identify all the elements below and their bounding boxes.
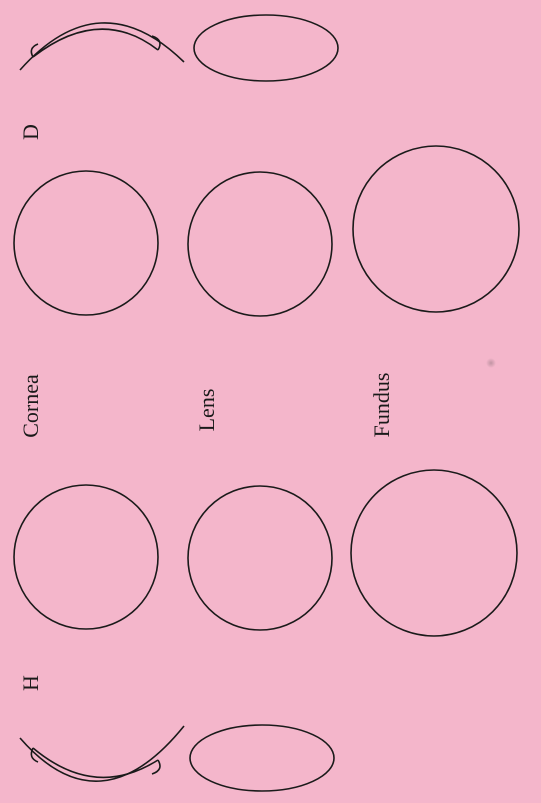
lens-circle-h	[188, 486, 332, 630]
bottom-lens-oval	[190, 725, 334, 791]
paper-speck	[486, 358, 496, 368]
fundus-circle-h	[351, 470, 517, 636]
bottom-cornea-arc	[33, 748, 158, 777]
label-cornea: Cornea	[20, 374, 42, 438]
top-lens-oval	[194, 15, 338, 81]
bottom-sclera-arc	[20, 726, 184, 781]
label-lens: Lens	[196, 389, 218, 432]
top-cornea-arc	[33, 29, 158, 57]
cornea-circle-h	[14, 485, 158, 629]
label-h: H	[20, 675, 42, 691]
lens-circle-d	[188, 172, 332, 316]
fundus-circle-d	[353, 146, 519, 312]
label-fundus: Fundus	[371, 373, 393, 438]
label-d: D	[20, 124, 42, 140]
cornea-circle-d	[14, 171, 158, 315]
